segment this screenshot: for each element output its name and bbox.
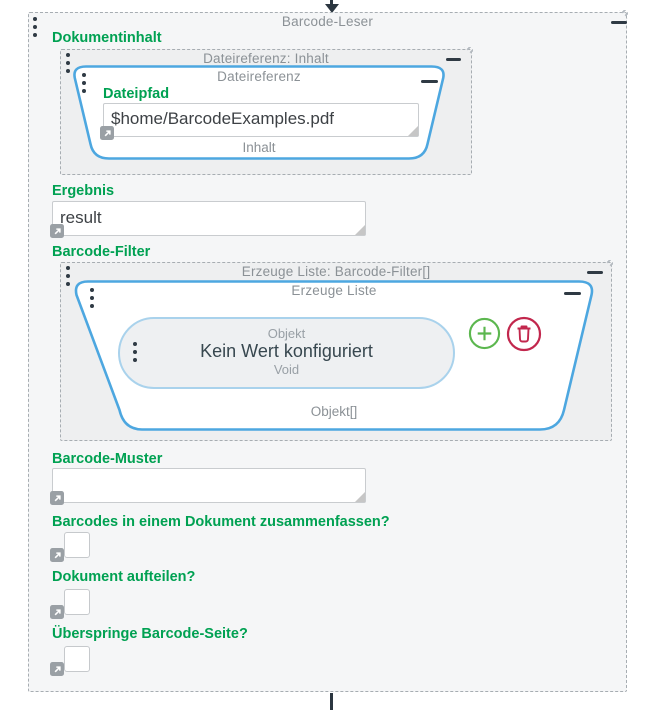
ergebnis-input-wrap <box>52 201 366 236</box>
dateipfad-input-wrap <box>103 103 419 137</box>
input-resize-icon[interactable] <box>408 126 418 136</box>
minimize-icon[interactable] <box>564 292 581 295</box>
expand-icon[interactable] <box>50 224 64 238</box>
kebab-menu-icon[interactable] <box>82 73 86 93</box>
barcode-muster-input-wrap <box>52 468 366 503</box>
barcode-muster-input[interactable] <box>52 468 366 503</box>
ergebnis-label: Ergebnis <box>52 183 115 199</box>
barcode-filter-label: Barcode-Filter <box>52 244 151 260</box>
ergebnis-input[interactable] <box>52 201 366 236</box>
barcode-muster-label: Barcode-Muster <box>52 451 163 467</box>
connector-arrow-icon <box>325 4 339 13</box>
item-subtype-label: Void <box>273 362 300 377</box>
input-resize-icon[interactable] <box>355 492 365 502</box>
minimize-icon[interactable] <box>446 58 461 61</box>
input-resize-icon[interactable] <box>355 225 365 235</box>
expand-icon[interactable] <box>50 548 64 562</box>
expand-icon[interactable] <box>50 491 64 505</box>
connector-line-in <box>330 0 333 5</box>
ueberspringe-label: Überspringe Barcode-Seite? <box>52 626 248 642</box>
dokumentinhalt-label: Dokumentinhalt <box>52 30 162 46</box>
kebab-menu-icon[interactable] <box>66 266 70 286</box>
connector-line-out <box>330 693 333 710</box>
resize-grip-icon[interactable] <box>619 10 628 19</box>
expand-icon[interactable] <box>50 662 64 676</box>
container-title: Dateireferenz: Inhalt <box>203 51 329 66</box>
inner-node-title: Dateireferenz <box>217 69 301 84</box>
aufteilen-label: Dokument aufteilen? <box>52 569 196 585</box>
resize-grip-icon[interactable] <box>604 260 613 269</box>
delete-icon[interactable] <box>506 316 542 352</box>
container-title: Erzeuge Liste: Barcode-Filter[] <box>241 264 431 279</box>
minimize-icon[interactable] <box>421 80 438 83</box>
node-title: Barcode-Leser <box>281 14 374 29</box>
add-icon[interactable] <box>468 317 501 350</box>
kebab-menu-icon[interactable] <box>133 342 137 362</box>
kebab-menu-icon[interactable] <box>33 17 37 37</box>
expand-icon[interactable] <box>100 126 114 140</box>
item-type-label: Objekt <box>267 326 306 341</box>
aufteilen-checkbox[interactable] <box>64 589 90 615</box>
minimize-icon[interactable] <box>611 21 627 24</box>
zusammenfassen-label: Barcodes in einem Dokument zusammenfasse… <box>52 514 390 530</box>
dateipfad-label: Dateipfad <box>103 86 170 102</box>
dateipfad-input[interactable] <box>103 103 419 137</box>
resize-grip-icon[interactable] <box>464 47 473 56</box>
kebab-menu-icon[interactable] <box>90 288 94 308</box>
kebab-menu-icon[interactable] <box>66 53 70 73</box>
item-value-label: Kein Wert konfiguriert <box>200 341 373 361</box>
objekt-list-port-label: Objekt[] <box>310 404 358 419</box>
zusammenfassen-checkbox[interactable] <box>64 532 90 558</box>
minimize-icon[interactable] <box>587 271 603 274</box>
list-item[interactable] <box>118 317 455 389</box>
inhalt-port-label: Inhalt <box>242 140 276 155</box>
expand-icon[interactable] <box>50 605 64 619</box>
ueberspringe-checkbox[interactable] <box>64 646 90 672</box>
inner-node-title: Erzeuge Liste <box>291 283 377 298</box>
